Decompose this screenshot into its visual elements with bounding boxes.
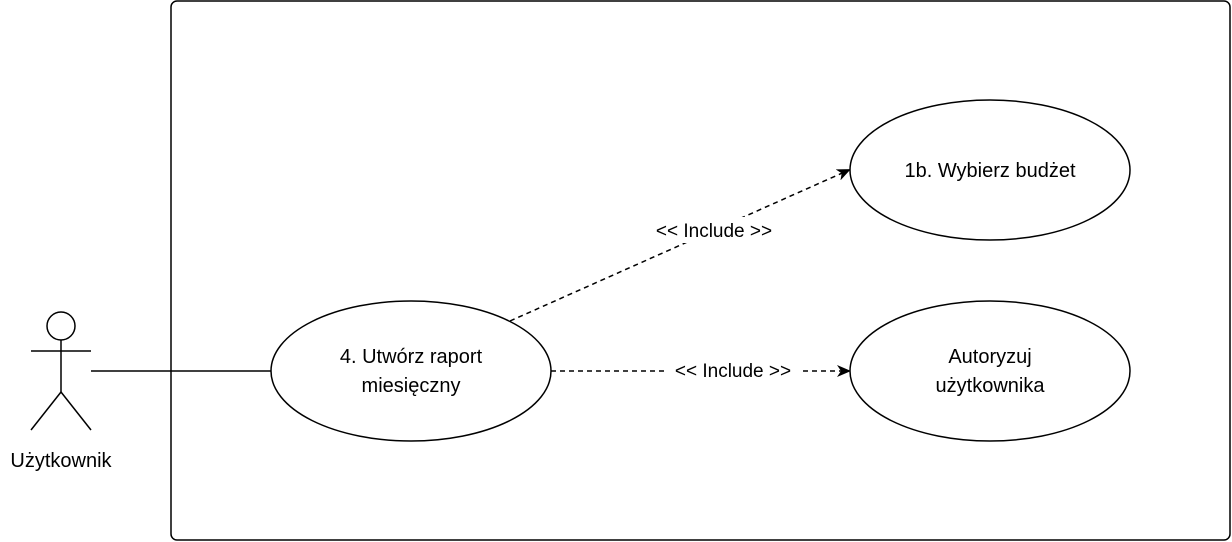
include-label-budget-bg: [646, 217, 782, 243]
actor-stick-figure-icon[interactable]: [30, 311, 92, 431]
actor-label: Użytkownik: [10, 450, 112, 472]
include-label-budget: << Include >>: [656, 221, 772, 242]
include-label-auth: << Include >>: [675, 361, 791, 382]
use-case-select-budget-label: 1b. Wybierz budżet: [904, 160, 1075, 182]
use-case-create-report-line2: miesięczny: [362, 375, 461, 397]
use-case-authorize-user-line1: Autoryzuj: [948, 346, 1031, 368]
actor-head: [46, 311, 76, 341]
use-case-create-report-line1: 4. Utwórz raport: [340, 346, 483, 368]
use-case-create-report[interactable]: [270, 300, 552, 442]
actor-left-leg: [30, 391, 62, 431]
use-case-authorize-user-line2: użytkownika: [936, 375, 1046, 397]
include-label-auth-bg: [666, 358, 800, 384]
use-case-select-budget[interactable]: [849, 99, 1131, 241]
system-boundary: [170, 0, 1231, 541]
actor-right-leg: [60, 391, 92, 431]
include-arrow-budget: [509, 169, 851, 322]
use-case-authorize-user[interactable]: [849, 300, 1131, 442]
